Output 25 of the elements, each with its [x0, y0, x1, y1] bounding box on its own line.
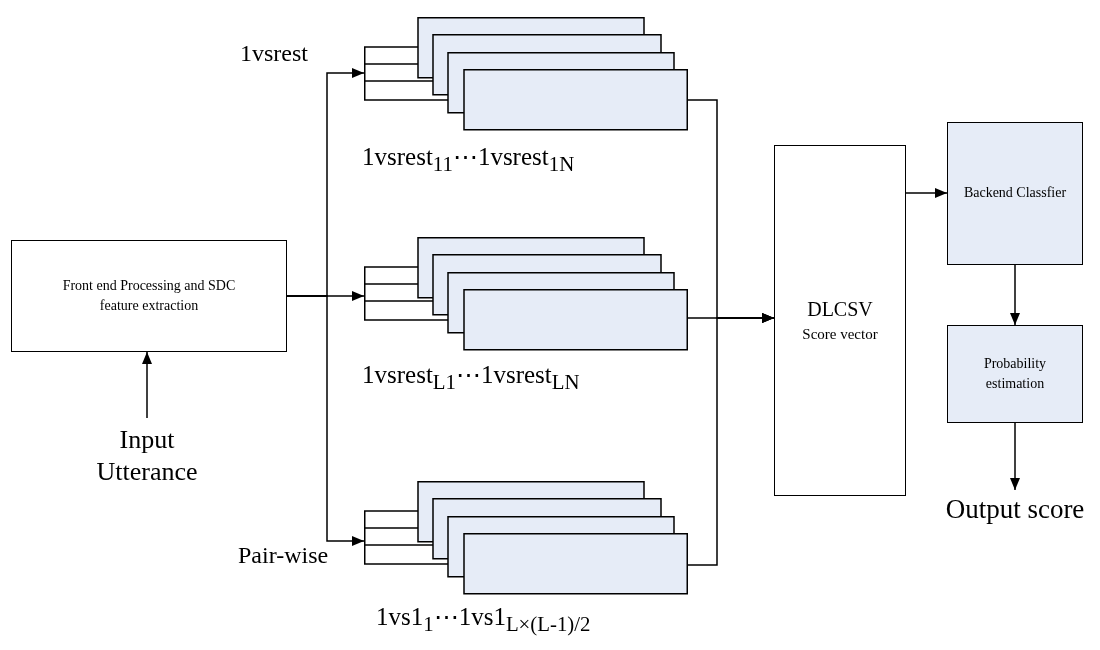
stacked-boxes-drawing: [364, 237, 688, 350]
arrow: [1010, 264, 1020, 326]
classifier-box: [947, 122, 1083, 265]
arrow: [905, 188, 948, 198]
output-label: Output score: [930, 490, 1100, 530]
stack-label: Pair-wise: [238, 542, 329, 569]
box-text: Front end Processing and SDC feature extraction: [61, 276, 237, 315]
box-text: Score vector: [802, 325, 878, 345]
arrow: [286, 295, 365, 546]
stack-label: 1vsrest$_{L1}$⋯1vsrest$_{LN}$: [362, 360, 580, 395]
score-vector-box: [774, 145, 906, 496]
input-label: Input Utterance: [82, 418, 212, 494]
arrow: [142, 351, 152, 419]
stacked-boxes-drawing: [364, 481, 688, 594]
process-box: [947, 325, 1083, 423]
stacked-boxes-drawing: [364, 17, 688, 130]
arrow: [1010, 422, 1020, 491]
stack-label: 1vsrest$_{11}$⋯1vsrest$_{1N}$: [362, 142, 575, 177]
arrow: [687, 313, 775, 566]
process-box: [11, 240, 287, 352]
stack-label: 1vsrest: [240, 40, 308, 67]
box-text: Backend Classfier: [963, 184, 1067, 203]
box-text: Probability estimation: [982, 354, 1048, 393]
stack-label: 1vs1$_{1}$⋯1vs1$_{L×(L-1)/2}$: [376, 602, 591, 637]
box-text: DLCSV: [807, 297, 873, 323]
